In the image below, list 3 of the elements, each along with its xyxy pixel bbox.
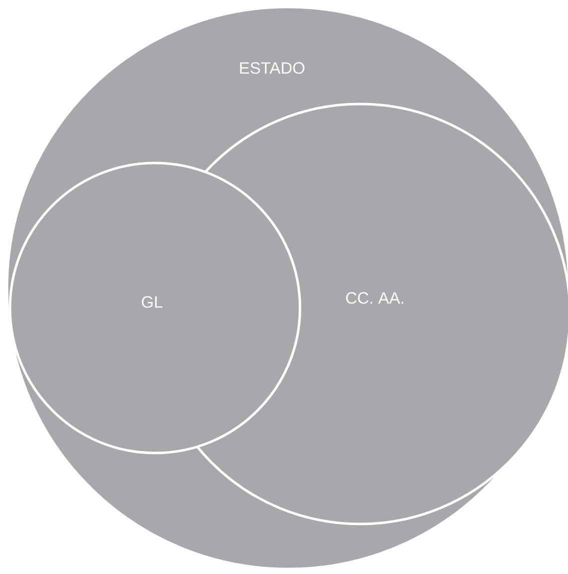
circle-label: GL [142,296,162,308]
circle-label: ESTADO [240,62,304,74]
circle-label: CC. AA. [346,292,404,304]
